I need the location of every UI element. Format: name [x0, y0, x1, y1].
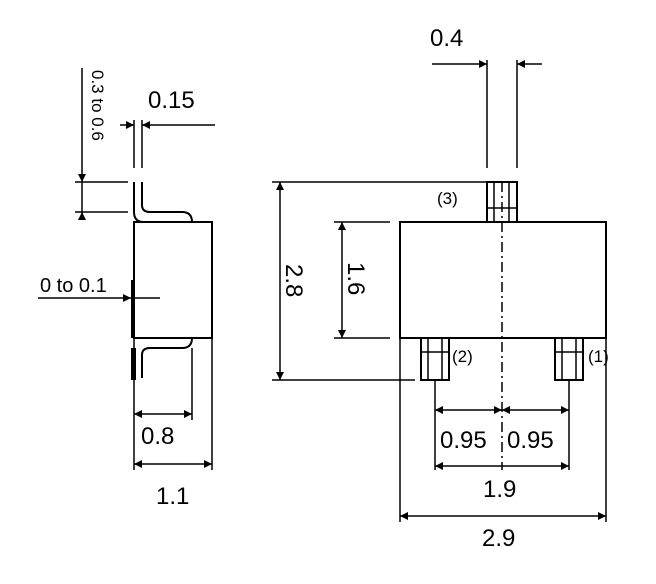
pin-2-label: (2) — [452, 347, 473, 366]
pin-span-label: 1.9 — [483, 476, 516, 503]
pin-2-lead — [420, 337, 450, 381]
side-view-standoff-mark — [131, 280, 135, 338]
lead-thickness-label: 0.15 — [148, 87, 195, 114]
pin-1-label: (1) — [588, 347, 609, 366]
total-length-label: 2.8 — [280, 264, 307, 297]
lead-width-label: 0.4 — [430, 25, 463, 52]
pitch-right-label: 0.95 — [507, 427, 554, 454]
top-view: (3) (2) (1) 0.4 2.8 — [272, 25, 609, 552]
side-view: 0.15 0.3 to 0.6 0 to 0.1 0.8 1.1 — [38, 68, 215, 510]
side-view-top-lead — [133, 182, 193, 223]
pin-3-label: (3) — [437, 189, 458, 208]
pin-1-lead — [554, 337, 584, 381]
side-view-body — [133, 221, 213, 339]
body-length-label: 1.6 — [342, 262, 369, 295]
total-height-label: 1.1 — [156, 483, 189, 510]
lead-length-range-label: 0.3 to 0.6 — [88, 70, 107, 141]
top-view-body — [399, 221, 607, 339]
side-view-bottom-lead — [133, 337, 193, 378]
pitch-left-label: 0.95 — [440, 427, 487, 454]
body-height-label: 0.8 — [141, 423, 174, 450]
standoff-range-label: 0 to 0.1 — [40, 275, 107, 297]
body-width-label: 2.9 — [482, 525, 515, 552]
